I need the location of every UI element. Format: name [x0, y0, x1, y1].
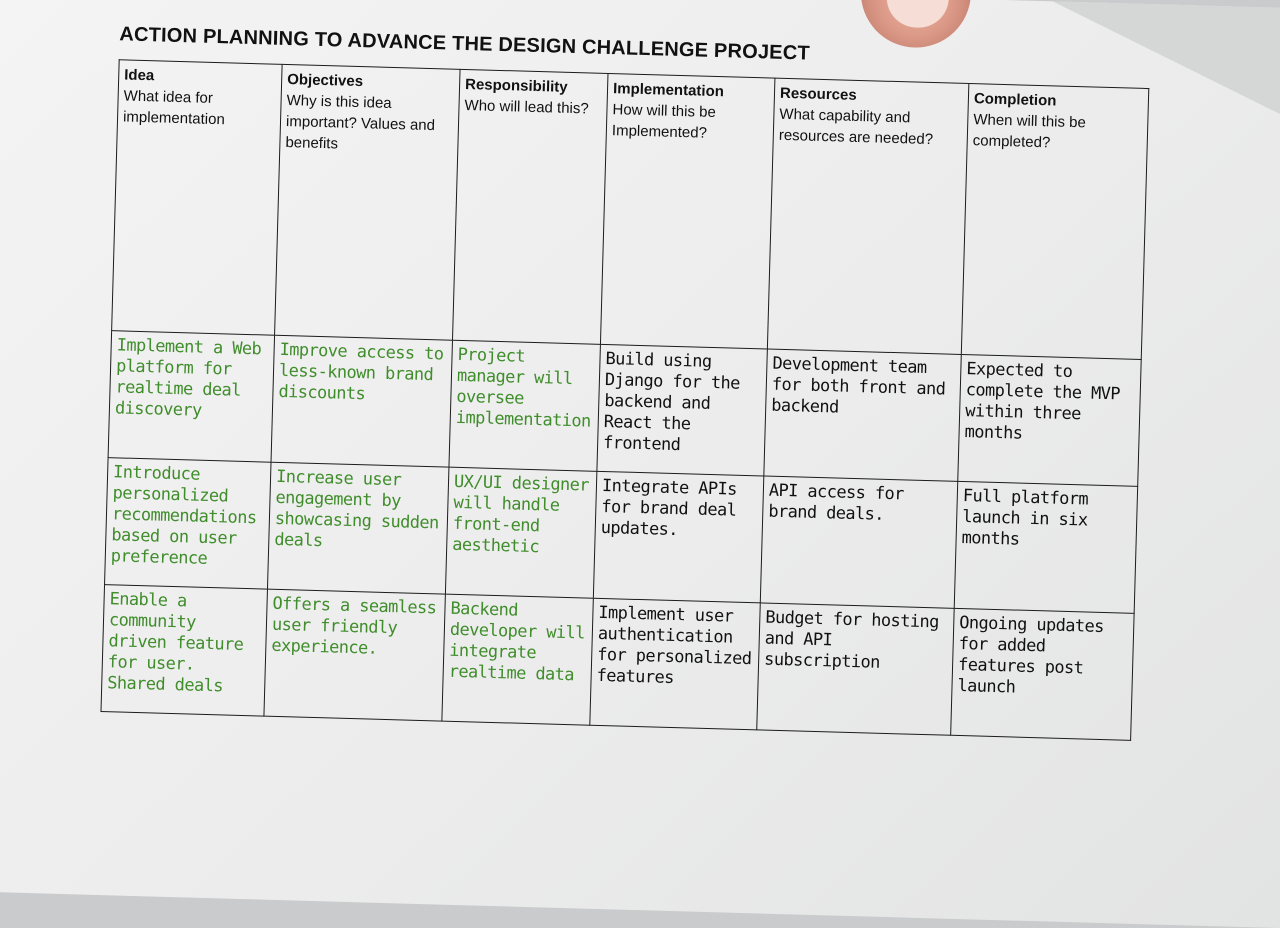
cell-completion: Ongoing updates for added features post … [950, 608, 1135, 741]
cell-responsibility: UX/UI designer will handle front-end aes… [445, 467, 597, 599]
document-title: ACTION PLANNING TO ADVANCE THE DESIGN CH… [119, 23, 811, 65]
cell-completion: Expected to complete the MVP within thre… [957, 354, 1142, 487]
cell-implementation: Integrate APIs for brand deal updates. [593, 471, 764, 603]
cell-responsibility: Backend developer will integrate realtim… [441, 594, 594, 726]
cell-objectives: Increase user engagement by showcasing s… [267, 462, 449, 595]
cell-resources: Budget for hosting and API subscription [756, 602, 955, 736]
cell-idea: Implement a Web platform for realtime de… [108, 330, 275, 463]
cell-objectives: Offers a seamless user friendly experien… [263, 589, 446, 722]
cell-responsibility: Project manager will oversee implementat… [448, 340, 601, 472]
thumb-image [859, 0, 972, 50]
cell-implementation: Implement user authentication for person… [589, 598, 761, 730]
cell-resources: API access for brand deals. [760, 475, 958, 609]
cell-resources: Development team for both front and back… [763, 349, 962, 482]
cell-completion: Full platform launch in six months [954, 481, 1138, 614]
cell-objectives: Improve access to less-known brand disco… [271, 335, 453, 468]
cell-idea: Introduce personalized recommendations b… [104, 457, 272, 590]
cell-idea: Enable a community driven feature for us… [100, 584, 268, 717]
cell-implementation: Build using Django for the backend and R… [596, 344, 768, 476]
